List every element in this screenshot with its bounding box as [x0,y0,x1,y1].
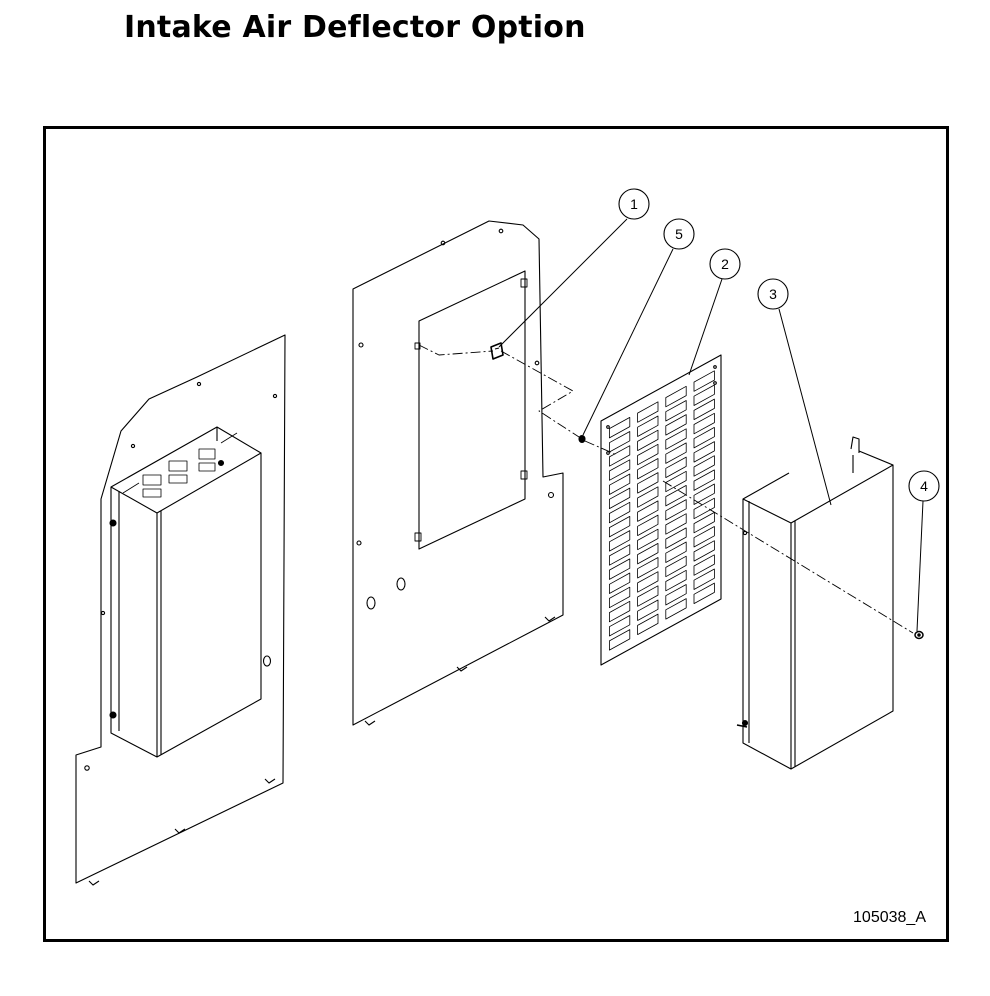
fastener-item-5 [578,434,586,444]
grille-slot [693,483,715,505]
grille-slot [665,569,687,592]
grille-slot [693,384,715,406]
grille-slot [609,473,631,495]
grille-slot [637,557,659,579]
grille-slot [609,416,631,439]
callout-2-label: 2 [721,256,729,272]
grille-slot [693,497,715,520]
grille-slot [693,511,715,534]
grille-slot [693,426,715,449]
grille-slot [609,431,631,453]
middle-panel [352,220,564,726]
grille-slot [665,456,687,479]
left-back-panel [75,334,286,886]
grille-slot [693,441,715,463]
grille-slot [637,401,659,423]
grille-slot [665,428,687,450]
grille-slot [693,568,715,590]
grille-slot [637,613,659,635]
grille-slot [609,600,631,623]
grille-slot [609,501,631,524]
assembly-lines [418,344,914,634]
screw-item-4 [914,630,924,640]
grille-slot [637,500,659,522]
grille-slot [665,414,687,436]
grille-slot [693,469,715,491]
callout-leaders [498,218,924,632]
grille-slot [693,412,715,435]
grille-slot [665,470,687,493]
grille-item-2 [600,354,722,666]
grille-slot [609,516,631,538]
grille-slot [665,499,687,521]
grille-slot [637,585,659,607]
grille-slot [609,558,631,580]
grille-slot [693,540,715,562]
callout-4-label: 4 [920,478,928,494]
clip-fastener-item-1 [490,342,504,360]
drawing-frame: 1 5 2 3 4 105038_A [43,126,949,942]
callout-4: 4 [908,470,940,502]
grille-slot [609,530,631,552]
grille-slot [637,599,659,621]
grille-slot [609,586,631,609]
drawing-number: 105038_A [853,909,926,926]
grille-slot [637,415,659,437]
grille-slot [665,442,687,464]
grille-slot [609,572,631,594]
exploded-view-drawing: 1 5 2 3 4 [75,188,940,886]
grille-slot [609,629,631,651]
grille-slot [693,582,715,604]
grille-slot [637,443,659,466]
grille-slot [637,514,659,536]
grille-slot [665,400,687,422]
grille-slot [665,555,687,578]
grille-slot [665,584,687,606]
grille-slot [693,370,715,392]
callout-5: 5 [663,218,695,250]
grille-slot [665,385,687,408]
grille-slot [609,459,631,481]
grille-slot [637,486,659,508]
grille-slot [693,455,715,477]
grille-slot [665,541,687,563]
left-mounted-box [109,426,262,758]
grille-slot [665,513,687,535]
grille-slot [665,598,687,620]
grille-slot [637,528,659,551]
grille-slot [609,487,631,510]
callout-5-label: 5 [675,226,683,242]
grille-slot [637,571,659,593]
grille-slot [637,472,659,494]
callout-3: 3 [757,278,789,310]
grille-slot [693,554,715,576]
callout-1-label: 1 [630,196,638,212]
grille-slot [637,458,659,480]
grille-slot [609,544,631,566]
grille-slot [637,543,659,565]
page-title: Intake Air Deflector Option [124,10,586,45]
grille-slot [609,445,631,467]
grille-slot [693,526,715,548]
callout-2: 2 [709,248,741,280]
grille-slot [609,615,631,637]
grille-slot [693,398,715,421]
callout-1: 1 [618,188,650,220]
air-deflector-item-3 [736,436,894,770]
grille-slot [665,527,687,549]
callout-3-label: 3 [769,286,777,302]
grille-slot [637,429,659,452]
